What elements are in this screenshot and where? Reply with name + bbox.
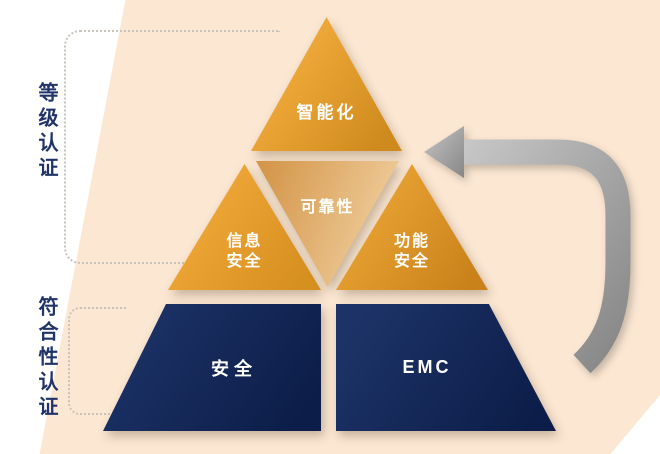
emc-label: EMC	[402, 357, 452, 377]
level-certification-bracket	[64, 30, 280, 264]
conformity-certification-label: 符合性认证	[35, 296, 57, 421]
trapezoid-safety: 安全	[103, 304, 321, 431]
trapezoid-emc-face: EMC	[336, 304, 556, 431]
trapezoid-safety-face: 安全	[103, 304, 321, 431]
level-certification-label: 等级认证	[35, 82, 57, 182]
safety-label: 安全	[211, 358, 257, 379]
triangle-intelligence-face: 智能化	[251, 17, 402, 151]
triangle-functional-safety-face: 功能 安全	[336, 164, 488, 290]
curved-arrow-icon	[424, 126, 631, 374]
trapezoid-emc: EMC	[336, 304, 556, 431]
conformity-certification-bracket	[68, 307, 126, 415]
information-security-label: 信息 安全	[226, 233, 263, 270]
triangle-intelligence: 智能化	[251, 17, 402, 151]
triangle-functional-safety: 功能 安全	[336, 164, 488, 290]
intelligence-label: 智能化	[296, 103, 357, 122]
reliability-label: 可靠性	[300, 199, 355, 216]
functional-safety-label: 功能 安全	[393, 233, 430, 270]
